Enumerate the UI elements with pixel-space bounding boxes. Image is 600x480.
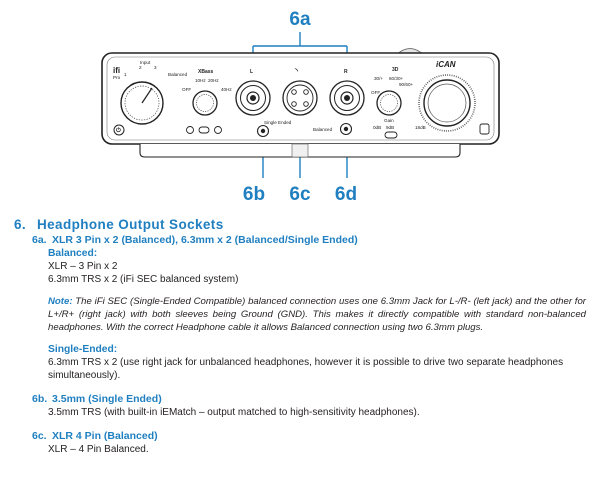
headphone-icon: ◝: [294, 68, 298, 75]
sec-note: Note: The iFi SEC (Single-Ended Compatib…: [48, 295, 586, 334]
balanced-jack-label: Balanced: [313, 127, 333, 132]
front-panel-diagram: 6a 6b 6c 6d ifi Pro Input 1 2 3 Balanced…: [101, 9, 500, 205]
input-1-label: 1: [124, 72, 127, 77]
gain-label: Gain: [384, 118, 394, 123]
callout-6c: 6c: [289, 184, 311, 205]
3d-30-label: 30/+: [374, 76, 383, 81]
balanced-line-2: 6.3mm TRS x 2 (iFi SEC balanced system): [48, 274, 239, 285]
3d-60-label: 60/30+: [389, 76, 403, 81]
note-label: Note:: [48, 296, 73, 307]
xbass-knob[interactable]: [192, 90, 218, 116]
remote-sensor: [479, 123, 490, 135]
xbass-20hz-label: 20Hz: [208, 78, 219, 83]
subsection-6b-heading: 6b. 3.5mm (Single Ended): [32, 392, 586, 406]
input-label: Input: [140, 60, 151, 65]
jack-3-5mm-socket[interactable]: [256, 124, 270, 138]
subsection-6b-number: 6b.: [32, 393, 48, 405]
mode-switch[interactable]: [186, 126, 222, 134]
xbass-40hz-label: 40Hz: [221, 87, 232, 92]
subsection-6c-text: XLR – 4 Pin Balanced.: [48, 444, 149, 455]
brand-logo-text: ifi: [113, 66, 120, 75]
single-ended-text: 6.3mm TRS x 2 (use right jack for unbala…: [48, 357, 564, 381]
section-title: Headphone Output Sockets: [37, 217, 224, 232]
section-heading: 6. Headphone Output Sockets: [14, 216, 586, 233]
gain-9db-label: 9dB: [386, 125, 394, 130]
balanced-line-1: XLR – 3 Pin x 2: [48, 261, 118, 272]
volume-knob[interactable]: [418, 74, 476, 132]
device-front-panel: ifi Pro Input 1 2 3 Balanced XBass 10Hz …: [101, 48, 500, 158]
gain-0db-label: 0dB: [373, 125, 381, 130]
xbass-label: XBass: [198, 69, 214, 75]
subsection-6b-title: 3.5mm (Single Ended): [52, 393, 162, 405]
subsection-6c-heading: 6c. XLR 4 Pin (Balanced): [32, 429, 586, 443]
gain-switch[interactable]: [384, 131, 398, 139]
input-3-label: 3: [154, 65, 157, 70]
model-name-text: iCAN: [436, 60, 456, 69]
balanced-heading: Balanced:: [48, 248, 98, 259]
power-button[interactable]: ⏻: [113, 124, 125, 136]
3d-knob[interactable]: [376, 90, 402, 116]
subsection-6c-title: XLR 4 Pin (Balanced): [52, 430, 158, 442]
subsection-6a-title: XLR 3 Pin x 2 (Balanced), 6.3mm x 2 (Bal…: [52, 234, 358, 246]
3d-off-label: OFF: [371, 90, 380, 95]
subsection-6a-number: 6a.: [32, 234, 47, 246]
input-selector-knob[interactable]: [120, 81, 164, 125]
input-2-label: 2: [139, 65, 142, 70]
svg-text:⏻: ⏻: [116, 127, 121, 134]
left-combo-socket[interactable]: [235, 80, 271, 116]
right-label: R: [344, 69, 348, 75]
balanced-small-socket[interactable]: [339, 122, 353, 136]
balanced-input-label: Balanced: [168, 72, 188, 77]
right-combo-socket[interactable]: [329, 80, 365, 116]
callout-6b: 6b: [243, 184, 265, 205]
single-ended-label: Single Ended: [264, 120, 292, 125]
left-label: L: [250, 69, 253, 75]
xlr-4-pin-socket[interactable]: [282, 80, 318, 116]
callout-6d: 6d: [335, 184, 357, 205]
callout-6a: 6a: [289, 9, 311, 30]
xbass-off-label: OFF: [182, 87, 191, 92]
subsection-6b-text: 3.5mm TRS (with built-in iEMatch – outpu…: [48, 407, 420, 418]
brand-model-text: Pro: [113, 75, 121, 80]
subsection-6a-heading: 6a. XLR 3 Pin x 2 (Balanced), 6.3mm x 2 (…: [32, 233, 586, 247]
subsection-6c-number: 6c.: [32, 430, 47, 442]
3d-90-label: 90/60+: [399, 82, 413, 87]
section-number: 6.: [14, 217, 27, 232]
gain-18db-label: 18dB: [415, 125, 426, 130]
manual-text: 6. Headphone Output Sockets 6a. XLR 3 Pin …: [14, 216, 586, 456]
xbass-10hz-label: 10Hz: [195, 78, 206, 83]
single-ended-heading: Single-Ended:: [48, 344, 118, 355]
note-text: The iFi SEC (Single-Ended Compatible) ba…: [48, 296, 586, 333]
3d-label: 3D: [392, 67, 399, 73]
